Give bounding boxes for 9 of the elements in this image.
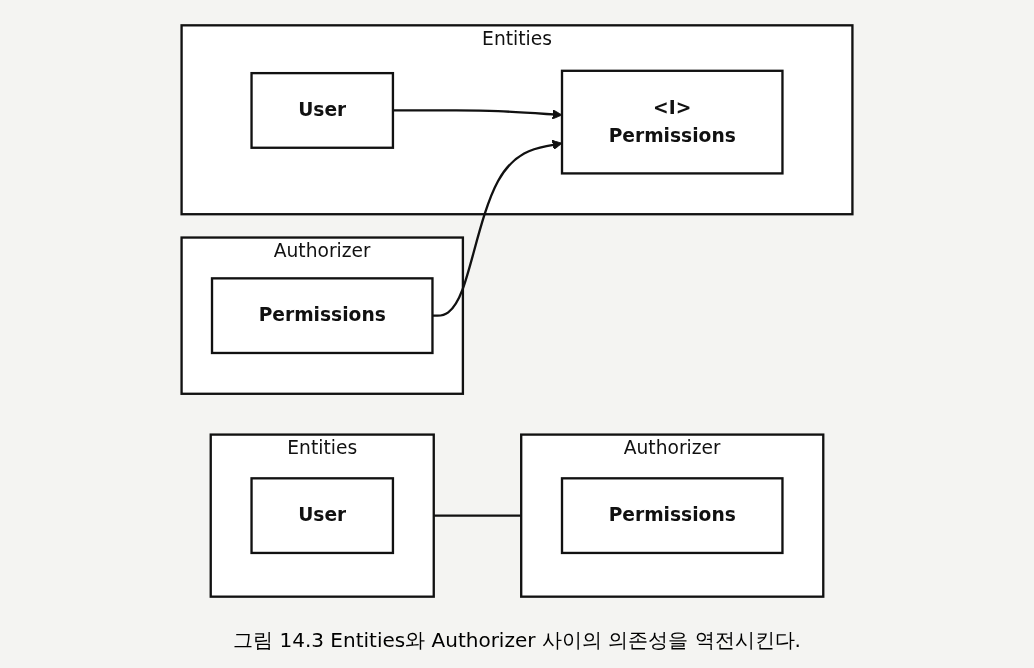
node-box: User — [250, 476, 395, 554]
node-box: <I> Permissions — [560, 69, 784, 175]
connector — [433, 513, 522, 517]
arrow — [392, 108, 563, 119]
node-box: Permissions — [560, 476, 784, 554]
arrow — [432, 139, 563, 317]
node-box: Permissions — [210, 276, 434, 354]
figure-caption: 그림 14.3 Entities와 Authorizer 사이의 의존성을 역전시킨다. — [232, 627, 802, 654]
node-box: User — [250, 71, 395, 149]
